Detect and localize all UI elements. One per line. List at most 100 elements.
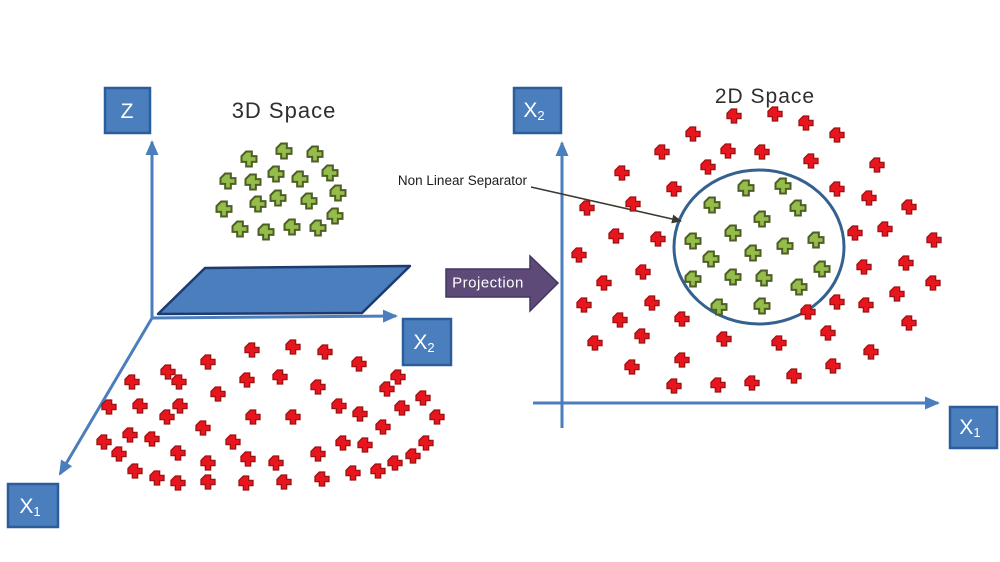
green-cross-marker: [240, 150, 258, 168]
red-cross-marker: [829, 294, 845, 310]
green-cross-marker: [257, 223, 275, 241]
red-cross-marker: [387, 455, 403, 471]
hyperplane: [156, 264, 412, 316]
green-cross-marker: [776, 237, 794, 255]
left-x1-axis: [58, 317, 154, 476]
red-cross-marker: [144, 431, 160, 447]
red-cross-marker: [803, 153, 819, 169]
red-cross-marker: [160, 364, 176, 380]
red-cross-marker: [614, 165, 630, 181]
green-cross-marker: [215, 200, 233, 218]
red-cross-marker: [405, 448, 421, 464]
red-cross-marker: [635, 264, 651, 280]
red-cross-marker: [634, 328, 650, 344]
red-cross-marker: [335, 435, 351, 451]
green-cross-marker: [684, 270, 702, 288]
red-cross-marker: [200, 354, 216, 370]
green-cross-marker: [329, 184, 347, 202]
red-cross-marker: [200, 474, 216, 490]
right-green-points: [684, 177, 831, 316]
separator-annotation-label: Non Linear Separator: [398, 173, 528, 188]
red-cross-marker: [596, 275, 612, 291]
red-cross-marker: [847, 225, 863, 241]
red-cross-marker: [858, 297, 874, 313]
red-cross-marker: [829, 127, 845, 143]
right-x1-label-box: [948, 405, 999, 450]
red-cross-marker: [674, 352, 690, 368]
green-cross-marker: [807, 231, 825, 249]
red-cross-marker: [587, 335, 603, 351]
red-cross-marker: [225, 434, 241, 450]
red-cross-marker: [800, 304, 816, 320]
red-cross-marker: [767, 106, 783, 122]
red-cross-marker: [654, 144, 670, 160]
red-cross-marker: [861, 190, 877, 206]
red-cross-marker: [238, 475, 254, 491]
red-cross-marker: [132, 398, 148, 414]
red-cross-marker: [390, 369, 406, 385]
green-cross-marker: [755, 269, 773, 287]
red-cross-marker: [375, 419, 391, 435]
red-cross-marker: [644, 295, 660, 311]
right-x2-label-text: X2: [523, 99, 544, 123]
red-cross-marker: [429, 409, 445, 425]
red-cross-marker: [285, 409, 301, 425]
red-cross-marker: [901, 199, 917, 215]
red-cross-marker: [898, 255, 914, 271]
red-cross-marker: [710, 377, 726, 393]
green-cross-marker: [326, 207, 344, 225]
red-cross-marker: [716, 331, 732, 347]
left-x2-axis: [151, 309, 398, 323]
green-cross-marker: [321, 164, 339, 182]
green-cross-marker: [309, 219, 327, 237]
red-cross-marker: [825, 358, 841, 374]
green-cross-marker: [267, 165, 285, 183]
right-plot-title: 2D Space: [715, 85, 815, 108]
red-cross-marker: [877, 221, 893, 237]
red-cross-marker: [579, 200, 595, 216]
red-cross-marker: [351, 356, 367, 372]
separator-annotation: Non Linear Separator: [398, 173, 682, 224]
left-z-axis-label: Z: [103, 86, 152, 135]
red-cross-marker: [674, 311, 690, 327]
left-plot-title: 3D Space: [232, 98, 337, 123]
right-x2-label-box: [512, 86, 563, 135]
green-cross-marker: [244, 173, 262, 191]
red-cross-marker: [625, 196, 641, 212]
red-cross-marker: [268, 455, 284, 471]
red-cross-marker: [829, 181, 845, 197]
red-cross-marker: [122, 427, 138, 443]
green-cross-marker: [702, 250, 720, 268]
right-x1-axis-label: X1: [948, 405, 999, 450]
projection-arrow: Projection: [445, 254, 560, 313]
red-cross-marker: [345, 465, 361, 481]
red-cross-marker: [869, 157, 885, 173]
right-x2-axis-label: X2: [512, 86, 563, 135]
red-cross-marker: [650, 231, 666, 247]
red-cross-marker: [170, 475, 186, 491]
red-cross-marker: [124, 374, 140, 390]
red-cross-marker: [863, 344, 879, 360]
red-cross-marker: [744, 375, 760, 391]
red-cross-marker: [195, 420, 211, 436]
red-cross-marker: [317, 344, 333, 360]
red-cross-marker: [352, 406, 368, 422]
left-x1-axis-label: X1: [6, 482, 60, 529]
green-cross-marker: [790, 278, 808, 296]
nonlinear-separator-ellipse: [672, 168, 846, 326]
red-cross-marker: [210, 386, 226, 402]
green-cross-marker: [684, 232, 702, 250]
green-cross-marker: [219, 172, 237, 190]
green-cross-marker: [753, 210, 771, 228]
green-cross-marker: [703, 196, 721, 214]
projection-arrow-label: Projection: [452, 275, 524, 292]
left-x1-label-text: X1: [19, 495, 40, 519]
right-x1-label-text: X1: [959, 416, 980, 440]
left-3d-plot: 3D Space Z X2 X1: [6, 86, 453, 529]
red-cross-marker: [726, 108, 742, 124]
red-cross-marker: [244, 342, 260, 358]
red-cross-marker: [685, 126, 701, 142]
red-cross-marker: [171, 374, 187, 390]
right-red-points: [571, 106, 942, 394]
red-cross-marker: [798, 115, 814, 131]
